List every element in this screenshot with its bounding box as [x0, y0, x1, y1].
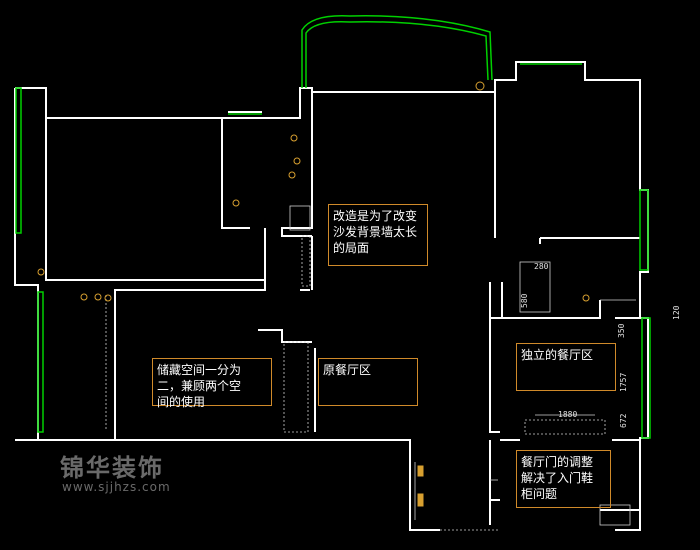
annotation-note: 改造是为了改变 沙发背景墙太长 的局面 [328, 204, 428, 266]
walls [14, 61, 649, 531]
dimension-label: 1880 [558, 410, 578, 419]
annotation-note: 储藏空间一分为 二，兼顾两个空 间的使用 [152, 358, 272, 409]
dimension-label: 1757 [619, 372, 628, 392]
dimension-label: 580 [520, 293, 529, 308]
watermark-logo-text: 锦华装饰 [60, 453, 164, 482]
annotation-note: 原餐厅区 [318, 358, 418, 406]
fixtures [37, 81, 590, 507]
plan-details [105, 205, 636, 531]
dimension-label: 350 [617, 323, 626, 338]
dimension-label: 280 [534, 262, 549, 271]
dimension-label: 120 [672, 305, 681, 320]
annotation-note: 餐厅门的调整 解决了入门鞋 柜问题 [516, 450, 611, 508]
watermark-url: www.sjjhzs.com [62, 480, 171, 494]
windows [15, 15, 651, 439]
annotation-note: 独立的餐厅区 [516, 343, 616, 391]
dimension-label: 672 [619, 413, 628, 428]
